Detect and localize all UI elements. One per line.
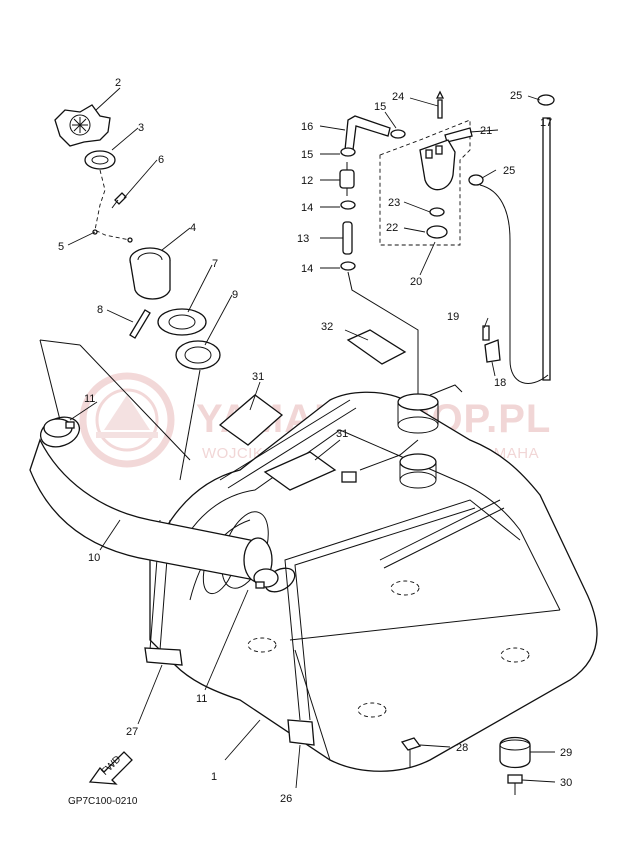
callout-25-upper: 25 <box>510 90 522 102</box>
callout-27: 27 <box>126 726 138 738</box>
fuel-cap <box>54 104 111 147</box>
callout-31-lower: 31 <box>336 428 348 440</box>
hose-clamp-upper <box>43 418 75 438</box>
callout-23: 23 <box>388 197 400 209</box>
callout-29: 29 <box>560 747 572 759</box>
callout-11-upper: 11 <box>84 393 95 405</box>
bolt-24 <box>435 90 445 119</box>
fuel-line <box>347 271 419 400</box>
sender-unit <box>397 384 463 434</box>
cap-screw <box>111 192 127 209</box>
callout-14-upper: 14 <box>301 202 313 214</box>
callouts: 2 3 6 5 4 7 8 9 11 10 11 16 15 12 14 13 … <box>58 77 572 805</box>
callout-11-lower: 11 <box>196 693 207 705</box>
leader-lines <box>67 87 556 789</box>
fuel-pump-body <box>419 139 456 191</box>
callout-4: 4 <box>190 222 196 234</box>
callout-28: 28 <box>456 742 468 754</box>
callout-9: 9 <box>232 289 238 301</box>
callout-17: 17 <box>540 117 552 129</box>
seal-ring-7 <box>157 308 207 336</box>
callout-15-upper: 15 <box>374 101 386 113</box>
callout-7: 7 <box>212 258 218 270</box>
callout-32: 32 <box>321 321 333 333</box>
damper-29 <box>499 736 531 769</box>
pump-unit-box-20 <box>379 119 471 246</box>
callout-19: 19 <box>447 311 459 323</box>
label-plate-31-upper <box>218 394 284 446</box>
clip-14-lower <box>340 261 356 271</box>
label-plate-31-lower <box>263 451 337 491</box>
callout-8: 8 <box>97 304 103 316</box>
clip-15-upper <box>390 129 406 139</box>
callout-5: 5 <box>58 241 64 253</box>
callout-31-upper: 31 <box>252 371 264 383</box>
seal-ring-9 <box>175 340 221 370</box>
callout-14-lower: 14 <box>301 263 313 275</box>
drawing-code: GP7C100-0210 <box>68 796 138 807</box>
holder-18 <box>484 339 501 363</box>
forward-arrow-icon: FWD <box>88 751 133 785</box>
callout-24: 24 <box>392 91 404 103</box>
clip-15-lower <box>340 147 356 157</box>
callout-20: 20 <box>410 276 422 288</box>
fuel-filter-12 <box>339 162 355 196</box>
callout-16: 16 <box>301 121 313 133</box>
gear-22 <box>426 225 448 239</box>
tank-straps <box>144 399 521 746</box>
pipe-13 <box>342 221 353 255</box>
callout-22: 22 <box>386 222 398 234</box>
watermark-logo <box>79 372 175 468</box>
callout-18: 18 <box>494 377 506 389</box>
callout-15-lower: 15 <box>301 149 313 161</box>
fuel-hose-16 <box>344 115 391 151</box>
callout-10: 10 <box>88 552 100 564</box>
clip-25-upper <box>537 94 555 106</box>
callout-6: 6 <box>158 154 164 166</box>
vent-tube-17 <box>479 117 551 384</box>
callout-30: 30 <box>560 777 572 789</box>
hose-clamp-lower <box>253 568 279 589</box>
pump-bracket-21 <box>444 127 473 143</box>
strap-bracket-left <box>144 647 183 666</box>
strap-bracket-right <box>287 719 315 746</box>
callout-26: 26 <box>280 793 292 805</box>
washer-23 <box>429 207 445 217</box>
bolt-28 <box>400 737 422 768</box>
screw-19 <box>482 325 490 341</box>
callout-25-lower: 25 <box>503 165 515 177</box>
fuel-tank <box>149 391 598 772</box>
vent-pin-8 <box>129 309 151 339</box>
filler-cap-neck <box>129 247 171 300</box>
bolt-30 <box>507 774 523 795</box>
clip-25-lower <box>468 174 484 186</box>
cap-gasket <box>84 150 116 170</box>
callout-13: 13 <box>297 233 309 245</box>
callout-3: 3 <box>138 122 144 134</box>
callout-21: 21 <box>480 125 492 137</box>
clip-14-upper <box>340 200 356 210</box>
tether-chain <box>92 169 133 243</box>
label-plate-32 <box>346 329 407 365</box>
callout-2: 2 <box>115 77 121 89</box>
callout-12: 12 <box>301 175 313 187</box>
callout-1: 1 <box>211 771 217 783</box>
connector <box>341 439 419 483</box>
